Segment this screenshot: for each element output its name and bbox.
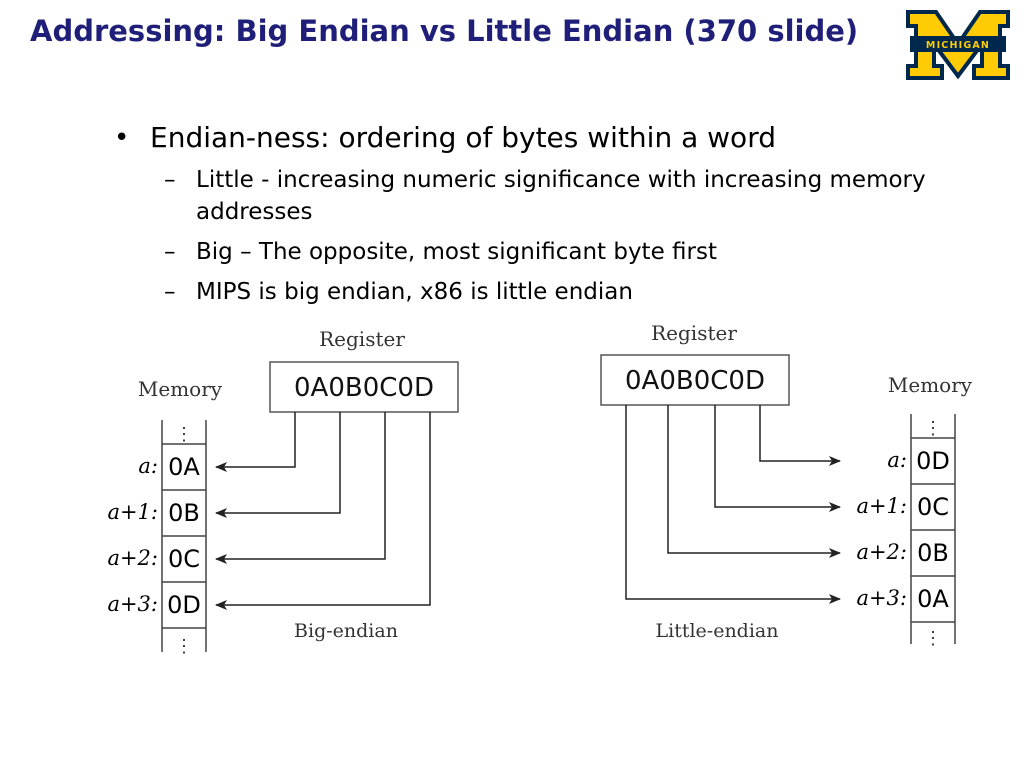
register-box	[269, 361, 459, 413]
arrow-connector	[759, 405, 841, 466]
arrow-connector	[667, 405, 841, 558]
memory-cell-value: 0C	[917, 493, 949, 521]
sub-bullet-3: – MIPS is big endian, x86 is little endi…	[110, 276, 930, 308]
address-label: a:	[887, 448, 907, 472]
address-label: a+1:	[856, 494, 907, 518]
slide-title: Addressing: Big Endian vs Little Endian …	[30, 14, 859, 48]
sub-bullet-2: – Big – The opposite, most significant b…	[110, 236, 930, 268]
bullet-main-text: Endian-ness: ordering of bytes within a …	[150, 121, 776, 154]
memory-cell-value: 0C	[168, 545, 200, 573]
big-endian-caption: Big-endian	[294, 620, 398, 642]
memory-cell-value: 0A	[168, 453, 200, 481]
little-endian-caption: Little-endian	[656, 620, 779, 642]
register-label: Register	[319, 327, 405, 351]
address-label: a+3:	[107, 592, 158, 616]
address-label: a:	[138, 454, 158, 478]
big-endian-diagram: Register 0A0B0C0D Memory ⋮ ⋮ 0A 0B 0C 0D…	[107, 327, 459, 657]
address-label: a+2:	[856, 540, 907, 564]
arrow-connector	[215, 412, 341, 518]
ellipsis-top: ⋮	[175, 424, 193, 445]
arrow-connector	[215, 412, 386, 564]
memory-label: Memory	[138, 377, 223, 401]
register-box	[600, 354, 790, 406]
bullet-list: • Endian-ness: ordering of bytes within …	[110, 120, 930, 308]
memory-label: Memory	[888, 373, 973, 397]
bullet-main: • Endian-ness: ordering of bytes within …	[110, 120, 930, 156]
register-value: 0A0B0C0D	[294, 373, 434, 403]
dash-icon: –	[164, 279, 176, 305]
dash-icon: –	[164, 239, 176, 265]
address-label: a+2:	[107, 546, 158, 570]
dash-icon: –	[164, 167, 176, 193]
register-value: 0A0B0C0D	[625, 366, 765, 396]
arrow-connector	[625, 405, 841, 604]
logo-text: MICHIGAN	[926, 40, 990, 51]
bullet-dot-icon: •	[114, 123, 130, 153]
memory-cell-value: 0D	[916, 447, 950, 475]
memory-cell-value: 0A	[917, 585, 949, 613]
arrow-connector	[714, 405, 841, 512]
ellipsis-top: ⋮	[924, 418, 942, 439]
ellipsis-bottom: ⋮	[924, 628, 942, 649]
memory-cell-value: 0B	[168, 499, 200, 527]
register-label: Register	[651, 321, 737, 345]
memory-cell-value: 0D	[167, 591, 201, 619]
address-label: a+3:	[856, 586, 907, 610]
ellipsis-bottom: ⋮	[175, 636, 193, 657]
memory-cell-value: 0B	[917, 539, 949, 567]
michigan-logo: MICHIGAN	[906, 10, 1010, 80]
little-endian-diagram: Register 0A0B0C0D Memory ⋮ ⋮ 0D 0C 0B 0A…	[600, 321, 973, 649]
sub-bullet-text: MIPS is big endian, x86 is little endian	[196, 279, 633, 305]
sub-bullet-1: – Little - increasing numeric significan…	[110, 164, 930, 228]
address-label: a+1:	[107, 500, 158, 524]
sub-bullet-text: Big – The opposite, most significant byt…	[196, 239, 717, 265]
arrow-connector	[215, 412, 431, 610]
arrow-connector	[215, 412, 296, 472]
sub-bullet-text: Little - increasing numeric significance…	[196, 167, 926, 225]
